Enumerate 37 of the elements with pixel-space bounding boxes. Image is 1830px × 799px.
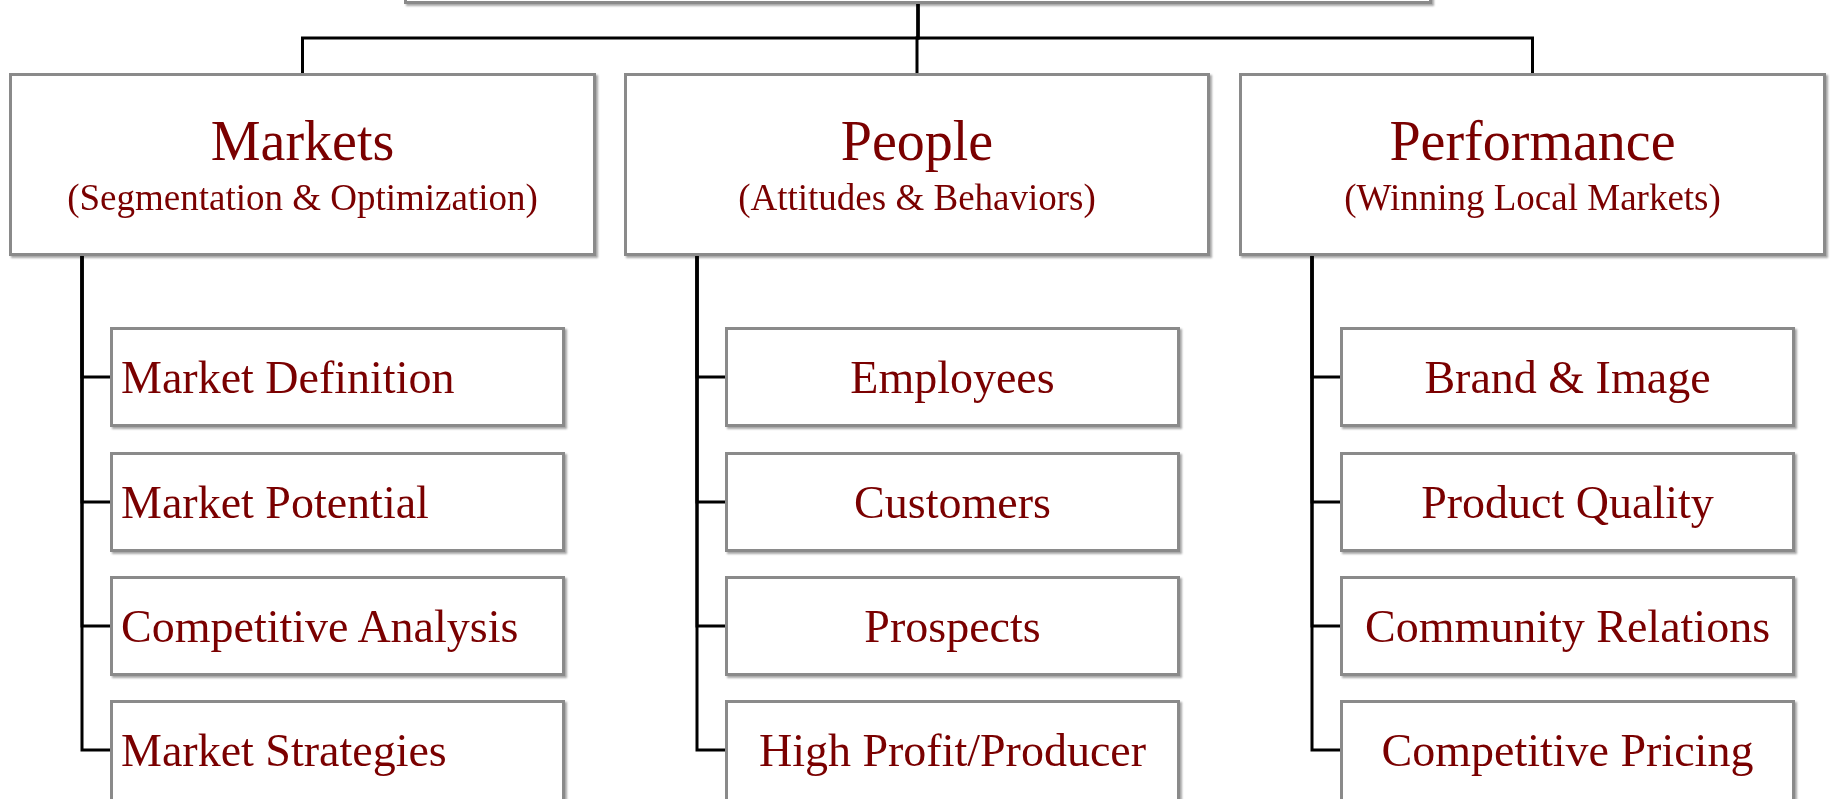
category-subtitle: (Segmentation & Optimization): [67, 175, 538, 220]
item-label: Market Strategies: [121, 725, 447, 777]
category-subtitle: (Winning Local Markets): [1344, 175, 1721, 220]
item-label: Competitive Pricing: [1381, 725, 1754, 777]
category-title: Markets: [210, 109, 395, 172]
item-label: Competitive Analysis: [121, 601, 519, 653]
item-label: High Profit/Producer: [758, 725, 1147, 777]
item-box: [1340, 327, 1795, 427]
item-label: Community Relations: [1364, 601, 1771, 653]
item-box: [110, 576, 565, 676]
item-label: Employees: [850, 352, 1055, 404]
connector-line: [695, 256, 725, 752]
item-box: [1340, 576, 1795, 676]
connector-line: [80, 256, 110, 752]
item-label: Product Quality: [1421, 477, 1714, 529]
item-label: Market Potential: [121, 477, 429, 529]
item-box: [110, 700, 565, 799]
item-box: [110, 452, 565, 552]
category-box: [1239, 73, 1826, 256]
item-box: [725, 452, 1180, 552]
category-title: Performance: [1389, 109, 1676, 172]
item-box: [725, 327, 1180, 427]
connector-line: [1310, 256, 1340, 752]
item-box: [110, 327, 565, 427]
item-box: [1340, 452, 1795, 552]
item-label: Prospects: [864, 601, 1041, 653]
item-label: Customers: [854, 477, 1051, 529]
category-box: [9, 73, 596, 256]
item-box: [1340, 700, 1795, 799]
item-box: [725, 576, 1180, 676]
item-label: Brand & Image: [1424, 352, 1711, 404]
connector-line: [916, 4, 1534, 73]
item-box: [725, 700, 1180, 799]
category-box: [624, 73, 1210, 256]
category-subtitle: (Attitudes & Behaviors): [738, 175, 1096, 220]
category-title: People: [840, 109, 994, 172]
item-label: Market Definition: [121, 352, 455, 404]
